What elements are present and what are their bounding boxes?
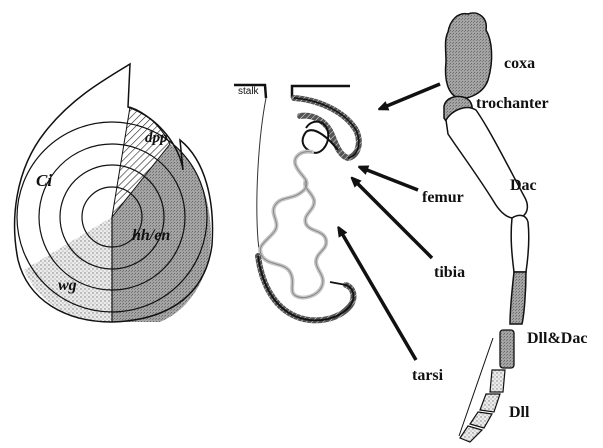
label-dll: Dll: [509, 404, 530, 421]
leg-segment-tarsus-4: [470, 412, 492, 428]
leg-segment-tibia-upper: [511, 215, 529, 272]
disc-cross-section: stalk: [234, 85, 359, 320]
fold-tarsi-epithelium: [260, 152, 326, 298]
label-dac: Dac: [510, 177, 537, 194]
label-tarsi: tarsi: [412, 367, 444, 384]
leg-segment-tibia-lower: [510, 272, 526, 324]
label-tibia: tibia: [434, 264, 465, 281]
leg-segment-coxa: [446, 13, 492, 98]
label-trochanter: trochanter: [476, 95, 549, 112]
leg-segment-tarsus-5: [460, 426, 482, 442]
label-coxa: coxa: [504, 55, 535, 72]
wg-wedge: [24, 217, 112, 322]
leg-segment-tarsus-1: [500, 330, 514, 368]
fold-lower-outline: [258, 256, 353, 320]
fold-lower-band: [258, 256, 353, 320]
label-dll-dac: Dll&Dac: [527, 330, 587, 347]
label-hh-en: hh/en: [132, 227, 170, 244]
adult-leg: coxa trochanter Dac Dll&Dac Dll: [444, 13, 587, 442]
leg-segment-tarsus-2: [490, 370, 505, 392]
imaginal-disc: dpp Ci hh/en wg: [15, 64, 213, 322]
label-femur: femur: [422, 189, 464, 206]
arrow-coxa: [382, 84, 440, 108]
arrow-femur: [362, 168, 418, 190]
label-wg: wg: [58, 277, 77, 294]
label-ci: Ci: [36, 171, 52, 190]
label-stalk: stalk: [238, 86, 260, 97]
label-dpp: dpp: [145, 130, 168, 146]
arrow-tibia: [354, 180, 432, 258]
leg-segment-tarsus-3: [480, 394, 500, 412]
